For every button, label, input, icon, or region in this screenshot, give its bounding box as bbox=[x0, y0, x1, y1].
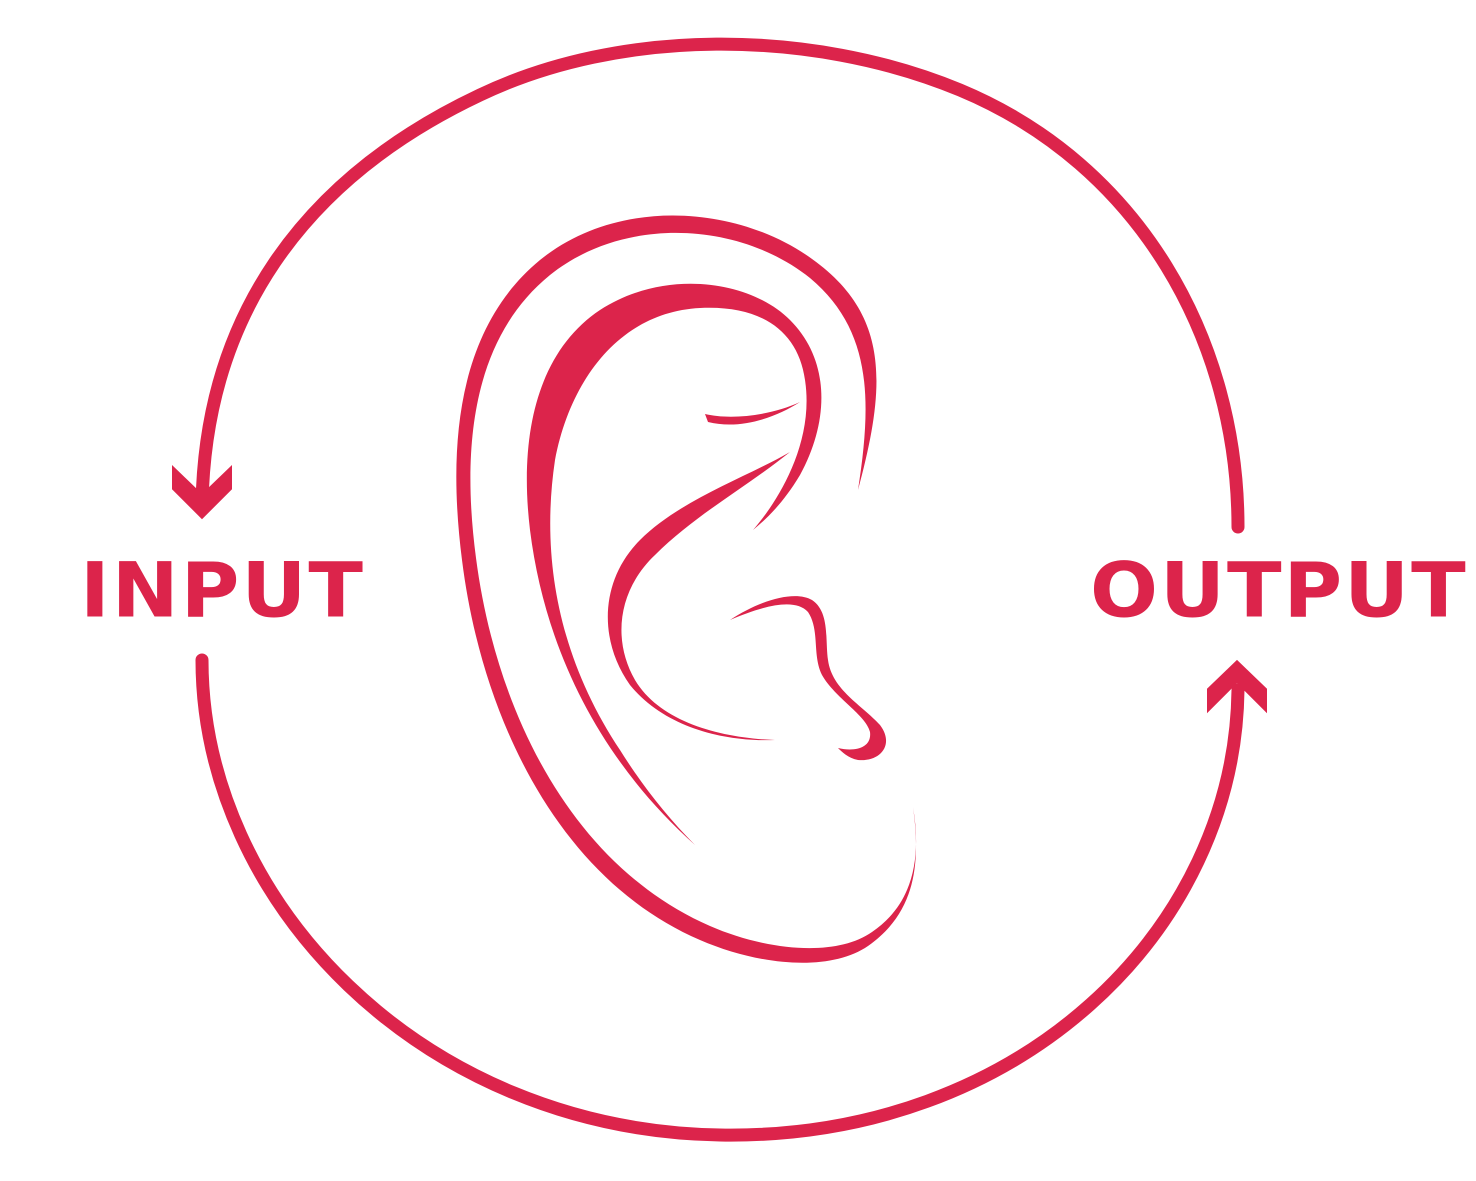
arrow-up-icon bbox=[1207, 659, 1267, 714]
bottom-cycle-arc bbox=[195, 653, 1245, 1142]
ear-antihelix bbox=[607, 452, 790, 741]
ear-antihelix-crus bbox=[705, 402, 800, 425]
ear-icon bbox=[456, 215, 917, 963]
top-cycle-arc bbox=[195, 37, 1245, 534]
output-label: OUTPUT bbox=[1090, 546, 1468, 635]
arrow-down-icon bbox=[172, 464, 232, 520]
ear-inner-rim bbox=[526, 283, 822, 846]
input-label: INPUT bbox=[80, 546, 365, 635]
ear-tragus bbox=[730, 596, 887, 761]
ear-outer-helix bbox=[456, 215, 917, 963]
